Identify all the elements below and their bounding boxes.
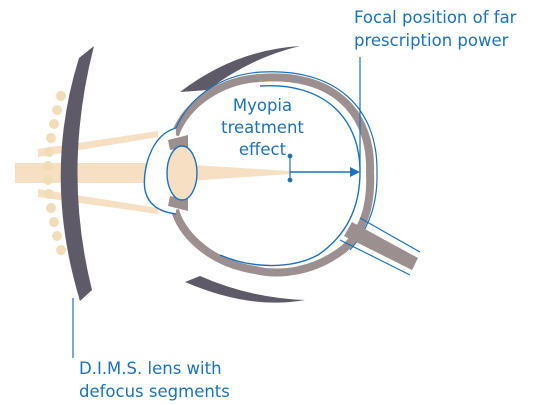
focal-position-label: Focal position of far prescription power — [354, 6, 516, 52]
focus-arrowhead — [350, 167, 360, 177]
lower-eyelid — [185, 276, 305, 303]
focal-label-line-2: prescription power — [354, 29, 516, 52]
optic-nerve — [344, 222, 418, 270]
upper-eyelid — [180, 46, 300, 92]
myopia-label-line-1: Myopia — [205, 95, 320, 117]
focus-arrow — [290, 167, 360, 177]
myopia-label-line-2: treatment — [205, 117, 320, 139]
dims-label-line-2: defocus segments — [79, 380, 230, 403]
myopia-treatment-label: Myopia treatment effect — [205, 95, 320, 161]
crystalline-lens — [167, 146, 197, 200]
peripheral-light-beam-lower — [38, 189, 158, 214]
dims-lens-label: D.I.M.S. lens with defocus segments — [79, 357, 230, 403]
peripheral-light-beam-upper — [38, 131, 158, 157]
myopia-label-line-3: effect — [205, 139, 320, 161]
focal-label-line-1: Focal position of far — [354, 6, 516, 29]
dims-label-line-1: D.I.M.S. lens with — [79, 357, 230, 380]
